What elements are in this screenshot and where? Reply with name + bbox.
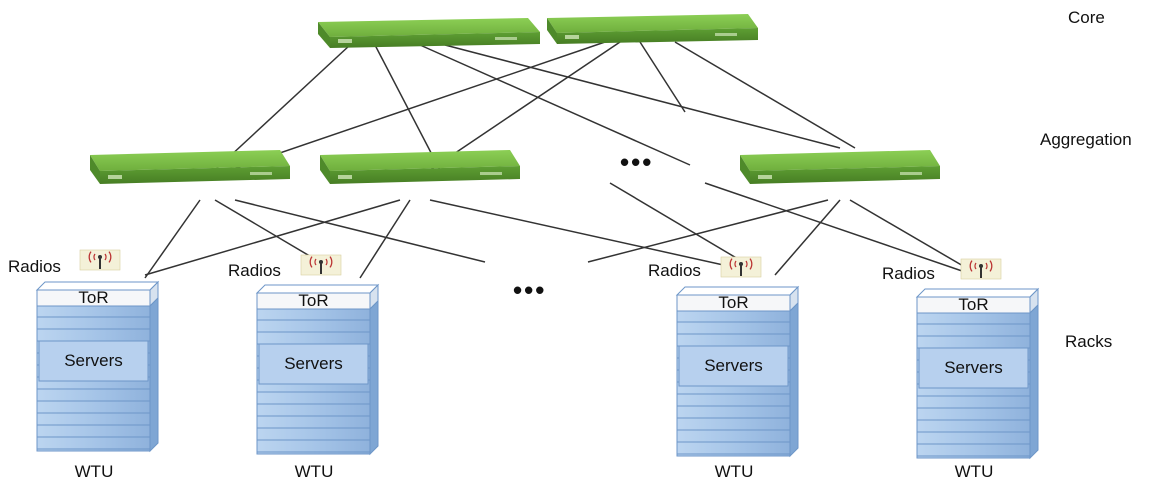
racks-group: ToR Servers ToR Servers ToR Servers ToR Servers [35, 249, 1040, 460]
rack-ellipsis: ••• [513, 275, 547, 305]
tor-label: ToR [78, 288, 108, 307]
aggregation-ellipsis: ••• [620, 147, 654, 177]
rack-1: ToR Servers [35, 249, 160, 453]
tor-switch: ToR [255, 283, 380, 311]
core-aggregation-links [214, 41, 856, 171]
radios-label-1: Radios [8, 257, 61, 276]
link [639, 41, 686, 113]
link [374, 44, 441, 171]
link [849, 199, 971, 271]
tor-switch: ToR [915, 287, 1040, 315]
tor-switch: ToR [675, 285, 800, 313]
wtu-label-4: WTU [954, 462, 994, 481]
radios-label-3: Radios [648, 261, 701, 280]
servers-label: Servers [944, 358, 1003, 377]
network-switch-icon [758, 172, 922, 179]
link [234, 199, 486, 263]
tier-label-racks: Racks [1065, 332, 1113, 351]
link [444, 44, 841, 149]
tor-label: ToR [958, 295, 988, 314]
link [359, 199, 411, 279]
link [229, 41, 606, 171]
wireless-antenna-icon [79, 249, 121, 271]
aggregation-switch-3 [740, 150, 940, 184]
network-switch-icon [108, 172, 272, 179]
link [704, 182, 966, 273]
aggregation-switch-1 [90, 150, 290, 184]
wireless-antenna-icon [960, 258, 1002, 280]
core-switch-1 [318, 18, 540, 48]
aggregation-switch-2 [320, 150, 520, 184]
wtu-label-1: WTU [74, 462, 114, 481]
core-switch-2 [547, 14, 758, 44]
link [144, 199, 401, 276]
link [144, 199, 201, 279]
link [774, 199, 841, 276]
tier-label-aggregation: Aggregation [1040, 130, 1132, 149]
tor-label: ToR [298, 291, 328, 310]
tier-label-core: Core [1068, 8, 1105, 27]
link [674, 41, 856, 149]
rack-2: ToR Servers [255, 254, 380, 456]
radios-label-4: Radios [882, 264, 935, 283]
link [214, 44, 351, 171]
rack-4: ToR Servers [915, 258, 1040, 460]
network-switch-icon [565, 33, 737, 39]
wireless-antenna-icon [720, 256, 762, 278]
radios-label-2: Radios [228, 261, 281, 280]
wtu-label-3: WTU [714, 462, 754, 481]
link [429, 41, 621, 171]
link [419, 44, 691, 166]
servers-label: Servers [704, 356, 763, 375]
rack-3: ToR Servers [675, 256, 800, 458]
network-switch-icon [338, 172, 502, 179]
tor-label: ToR [718, 293, 748, 312]
aggregation-rack-links [144, 182, 971, 279]
wireless-antenna-icon [300, 254, 342, 276]
wtu-label-2: WTU [294, 462, 334, 481]
link [429, 199, 756, 273]
link [587, 199, 829, 263]
tor-switch: ToR [35, 280, 160, 308]
servers-label: Servers [64, 351, 123, 370]
network-switch-icon [338, 37, 517, 43]
servers-label: Servers [284, 354, 343, 373]
